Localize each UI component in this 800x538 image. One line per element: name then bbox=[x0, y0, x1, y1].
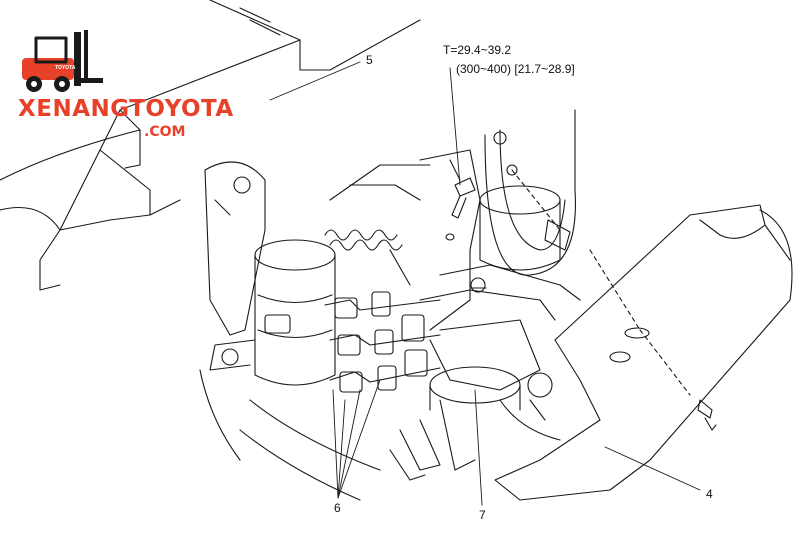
actuator-cylinder bbox=[479, 109, 577, 276]
callout-6: 6 bbox=[334, 501, 341, 515]
alignment-dashes bbox=[511, 169, 641, 331]
cover-screw bbox=[697, 399, 717, 431]
torque-spec-line2: (300~400) [21.7~28.9] bbox=[456, 62, 575, 76]
torque-bolt bbox=[449, 159, 476, 219]
callout-5: 5 bbox=[366, 53, 373, 67]
reservoir-tank bbox=[209, 239, 336, 386]
return-spring bbox=[324, 229, 411, 286]
callout-7: 7 bbox=[479, 508, 486, 522]
callout-4: 4 bbox=[706, 487, 713, 501]
right-cover-plate bbox=[494, 204, 793, 501]
hose-fittings bbox=[324, 291, 441, 393]
lower-linkage bbox=[199, 369, 561, 501]
logo-wordmark: XENANGTOYOTA bbox=[18, 96, 234, 122]
forklift-logo-icon bbox=[22, 30, 103, 92]
logo-domain: .COM bbox=[144, 124, 186, 140]
left-bracket bbox=[204, 161, 266, 336]
callout-leaders bbox=[269, 61, 701, 506]
control-valve-body bbox=[329, 149, 581, 411]
upper-cover-panel bbox=[0, 0, 421, 291]
torque-spec-line1: T=29.4~39.2 bbox=[443, 43, 512, 57]
forklift-badge-text: TOYOTA bbox=[55, 65, 76, 71]
